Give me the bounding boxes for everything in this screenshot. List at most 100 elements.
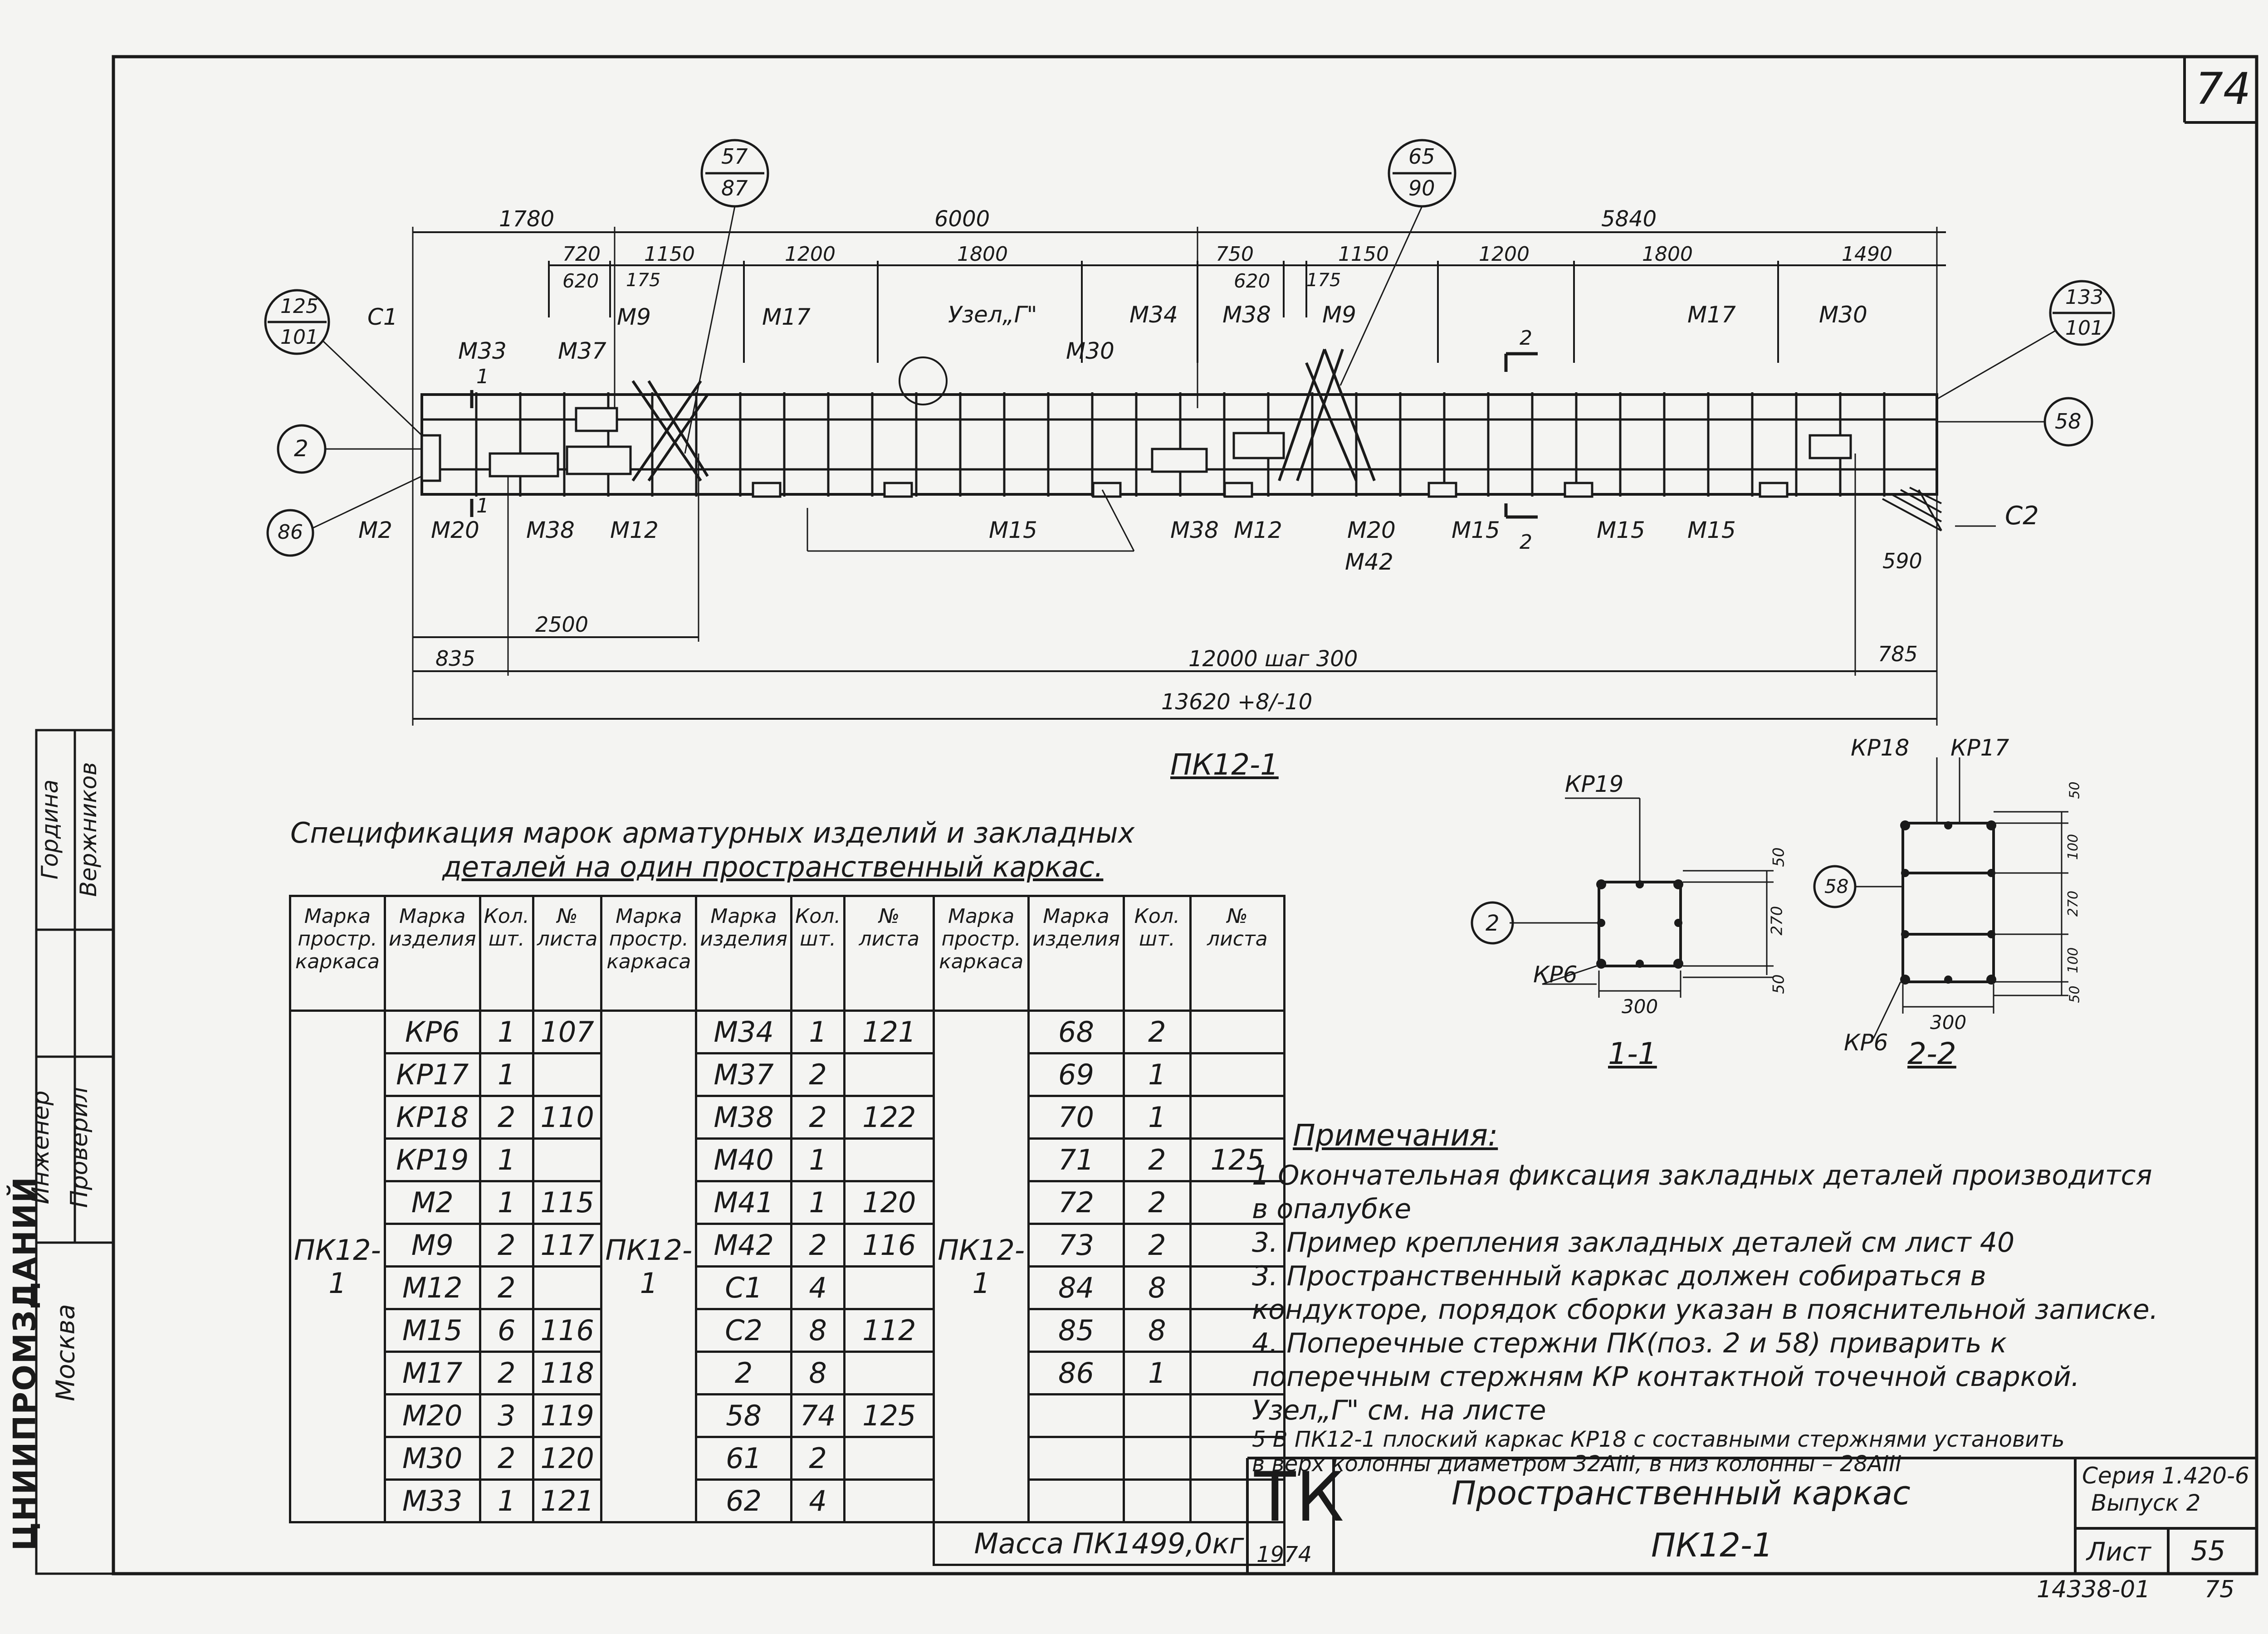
- spec-qty: 1: [1122, 1095, 1192, 1140]
- spec-qty: 6: [479, 1308, 534, 1353]
- spec-header-qty: Кол. шт.: [479, 895, 534, 1012]
- spec-frame-mark: ПК12-1: [933, 1010, 1030, 1523]
- section-mark-2b: 2: [1520, 531, 1532, 554]
- spec-item-mark: 73: [1027, 1223, 1125, 1268]
- spec-sheet: [843, 1478, 935, 1523]
- spec-item-mark: М42: [695, 1223, 792, 1268]
- spec-qty: 2: [790, 1436, 846, 1481]
- label-top-4: М9: [617, 304, 651, 330]
- section-1-label-kr19: КР19: [1565, 771, 1624, 797]
- spec-item-mark: [1027, 1478, 1125, 1523]
- spec-title-line2: деталей на один пространственный каркас.: [442, 850, 1104, 883]
- label-top-8: М34: [1129, 302, 1178, 328]
- spec-item-mark: [1027, 1436, 1125, 1481]
- spec-item-mark: С2: [695, 1308, 792, 1353]
- spec-qty: 1: [479, 1052, 534, 1097]
- spec-item-mark: М20: [383, 1393, 481, 1438]
- spec-qty: 1: [479, 1180, 534, 1225]
- section-2-title: 2-2: [1907, 1036, 1956, 1071]
- section-2-width: 300: [1930, 1011, 1967, 1034]
- spec-header-sheet: № листа: [532, 895, 603, 1012]
- title-block-sheet-label: Лист: [2087, 1537, 2151, 1567]
- spec-sheet: 122: [843, 1095, 935, 1140]
- spec-qty: 3: [479, 1393, 534, 1438]
- spec-item-mark: М34: [695, 1010, 792, 1054]
- spec-item-mark: 69: [1027, 1052, 1125, 1097]
- spec-sheet: 120: [843, 1180, 935, 1225]
- dim-bottom-1: 2500: [535, 612, 589, 637]
- dim-mid-8: 620: [1234, 270, 1271, 292]
- spec-sheet: [843, 1052, 935, 1097]
- spec-item-mark: 2: [695, 1351, 792, 1395]
- section-1-circle: 2: [1486, 911, 1500, 936]
- label-bottom-12: М15: [1687, 517, 1736, 543]
- spec-mass: Масса ПК1499,0кг: [933, 1521, 1286, 1566]
- title-block-year: 1974: [1256, 1542, 1312, 1567]
- spec-item-mark: КР6: [383, 1010, 481, 1054]
- dim-mid-3: 175: [626, 270, 661, 291]
- dim-top-1: 1780: [499, 206, 555, 232]
- spec-item-mark: М2: [383, 1180, 481, 1225]
- spec-qty: 1: [1122, 1052, 1192, 1097]
- spec-item-mark: М41: [695, 1180, 792, 1225]
- callout-1-top: 57: [721, 144, 748, 169]
- section-mark-2a: 2: [1520, 327, 1532, 350]
- spec-qty: 2: [479, 1436, 534, 1481]
- spec-qty: 74: [790, 1393, 846, 1438]
- label-top-10: М9: [1322, 302, 1356, 328]
- spec-sheet: [1189, 1095, 1286, 1140]
- spec-qty: 2: [790, 1052, 846, 1097]
- dim-mid-4: 1150: [644, 243, 695, 266]
- label-bottom-2: М20: [431, 517, 479, 543]
- spec-sheet: 119: [532, 1393, 603, 1438]
- dim-mid-13: 1490: [1842, 243, 1892, 266]
- spec-item-mark: 62: [695, 1478, 792, 1523]
- dim-mid-7: 750: [1216, 243, 1254, 266]
- spec-item-mark: М12: [383, 1265, 481, 1310]
- section-mark-1b: 1: [476, 494, 489, 517]
- spec-sheet: 116: [532, 1308, 603, 1353]
- spec-sheet: [1189, 1351, 1286, 1395]
- spec-item-mark: 85: [1027, 1308, 1125, 1353]
- label-bottom-7: М12: [1234, 517, 1282, 543]
- spec-item-mark: М9: [383, 1223, 481, 1268]
- spec-frame-mark: ПК12-1: [600, 1010, 698, 1523]
- dim-mid-6: 1800: [957, 243, 1008, 266]
- note-line: 3. Пример крепления закладных деталей см…: [1252, 1227, 2015, 1258]
- spec-item-mark: М37: [695, 1052, 792, 1097]
- spec-header-item-mark: Марка изделия: [383, 895, 481, 1012]
- title-block-series: Серия 1.420-6: [2082, 1463, 2249, 1489]
- note-line: 5 В ПК12-1 плоский каркас КР18 с составн…: [1252, 1427, 2065, 1452]
- spec-item-mark: М40: [695, 1137, 792, 1182]
- spec-header-frame-mark-3: Марка простр. каркаса: [933, 895, 1030, 1012]
- spec-qty: 1: [479, 1478, 534, 1523]
- spec-qty: 2: [1122, 1180, 1192, 1225]
- note-line: кондукторе, порядок сборки указан в пояс…: [1252, 1294, 2158, 1326]
- dim-mid-9: 175: [1306, 270, 1341, 291]
- spec-item-mark: 71: [1027, 1137, 1125, 1182]
- notes-list: 1 Окончательная фиксация закладных детал…: [1252, 1159, 2158, 1476]
- label-top-1: С1: [367, 304, 398, 330]
- spec-qty: [1122, 1478, 1192, 1523]
- dim-top-2: 6000: [934, 206, 990, 232]
- spec-sheet: 121: [843, 1010, 935, 1054]
- spec-header-qty-2: Кол. шт.: [790, 895, 846, 1012]
- spec-sheet: [1189, 1010, 1286, 1054]
- spec-sheet: [843, 1137, 935, 1182]
- label-bottom-11: М15: [1597, 517, 1645, 543]
- spec-qty: 2: [479, 1223, 534, 1268]
- dim-mid-10: 1150: [1338, 243, 1389, 266]
- spec-sheet: [532, 1052, 603, 1097]
- label-bottom-13: С2: [2005, 501, 2039, 531]
- spec-item-mark: 84: [1027, 1265, 1125, 1310]
- bottom-doc-code: 14338-01: [2037, 1576, 2151, 1603]
- note-line: 1 Окончательная фиксация закладных детал…: [1252, 1160, 2152, 1191]
- callout-3-bottom: 101: [280, 326, 318, 349]
- page-number: 74: [2195, 63, 2251, 114]
